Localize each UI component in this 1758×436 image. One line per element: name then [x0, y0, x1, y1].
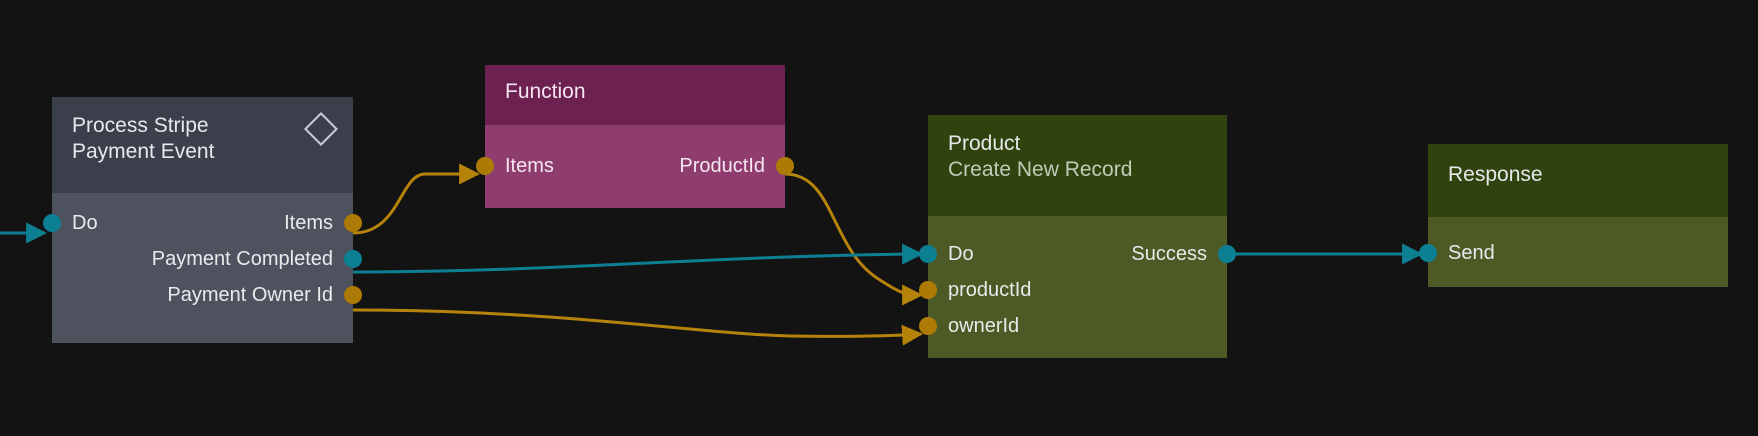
- node-body: Items ProductId: [476, 125, 794, 208]
- node-header[interactable]: Response: [1428, 144, 1728, 217]
- port-label-productid: productId: [948, 279, 1032, 301]
- edge-payment-completed-to-product-do: [352, 243, 924, 274]
- port-dot-productid-output[interactable]: [776, 157, 794, 175]
- port-label-do: Do: [948, 243, 974, 265]
- node-function[interactable]: Function Items ProductId: [476, 65, 794, 208]
- port-row[interactable]: ownerId: [919, 308, 1227, 344]
- port-dot-payment-owner-id-output[interactable]: [344, 286, 362, 304]
- port-label-payment-owner-id: Payment Owner Id: [167, 284, 333, 306]
- node-header[interactable]: Product Create New Record: [928, 115, 1227, 216]
- port-label-do: Do: [72, 212, 98, 234]
- node-response[interactable]: Response Send: [1419, 144, 1728, 287]
- port-dot-success-output[interactable]: [1218, 245, 1236, 263]
- port-dot-do-input[interactable]: [43, 214, 61, 232]
- node-subtitle: Create New Record: [948, 158, 1133, 181]
- port-row[interactable]: Items ProductId: [476, 148, 794, 184]
- port-label-ownerid: ownerId: [948, 315, 1020, 337]
- port-row[interactable]: Payment Completed: [52, 241, 362, 277]
- port-dot-items-input[interactable]: [476, 157, 494, 175]
- node-header[interactable]: Process Stripe Payment Event: [52, 97, 353, 193]
- port-row[interactable]: Payment Owner Id: [52, 277, 362, 313]
- port-row[interactable]: Send: [1419, 235, 1728, 271]
- port-dot-payment-completed-output[interactable]: [344, 250, 362, 268]
- port-label-success: Success: [1131, 243, 1207, 265]
- port-row[interactable]: productId: [919, 272, 1227, 308]
- edge-payment-owner-id-to-product-ownerid: [352, 308, 924, 346]
- port-dot-items-output[interactable]: [344, 214, 362, 232]
- port-row[interactable]: Do Items: [43, 205, 362, 241]
- port-dot-do-input[interactable]: [919, 245, 937, 263]
- port-dot-ownerid-input[interactable]: [919, 317, 937, 335]
- edge-productid-to-product-productid: [784, 172, 924, 306]
- node-title: Response: [1448, 163, 1543, 186]
- port-label-payment-completed: Payment Completed: [151, 248, 333, 270]
- node-title: Process Stripe Payment Event: [72, 114, 215, 163]
- node-title: Function: [505, 80, 586, 103]
- port-row[interactable]: Do Success: [919, 236, 1236, 272]
- node-body: Send: [1419, 217, 1728, 287]
- node-stripe-trigger[interactable]: Process Stripe Payment Event Do Items Pa…: [43, 97, 362, 343]
- node-header[interactable]: Function: [485, 65, 785, 125]
- port-dot-send-input[interactable]: [1419, 244, 1437, 262]
- node-product[interactable]: Product Create New Record Do Success pro…: [919, 115, 1236, 358]
- node-title: Product: [948, 132, 1021, 155]
- port-label-send: Send: [1448, 242, 1495, 264]
- node-body: Do Success productId ownerId: [919, 216, 1236, 358]
- port-label-items: Items: [505, 155, 554, 177]
- port-label-productid: ProductId: [679, 155, 765, 177]
- port-dot-productid-input[interactable]: [919, 281, 937, 299]
- node-body: Do Items Payment Completed Payment Owner…: [43, 193, 362, 343]
- edge-items-to-function-items: [352, 163, 481, 235]
- port-label-items: Items: [284, 212, 333, 234]
